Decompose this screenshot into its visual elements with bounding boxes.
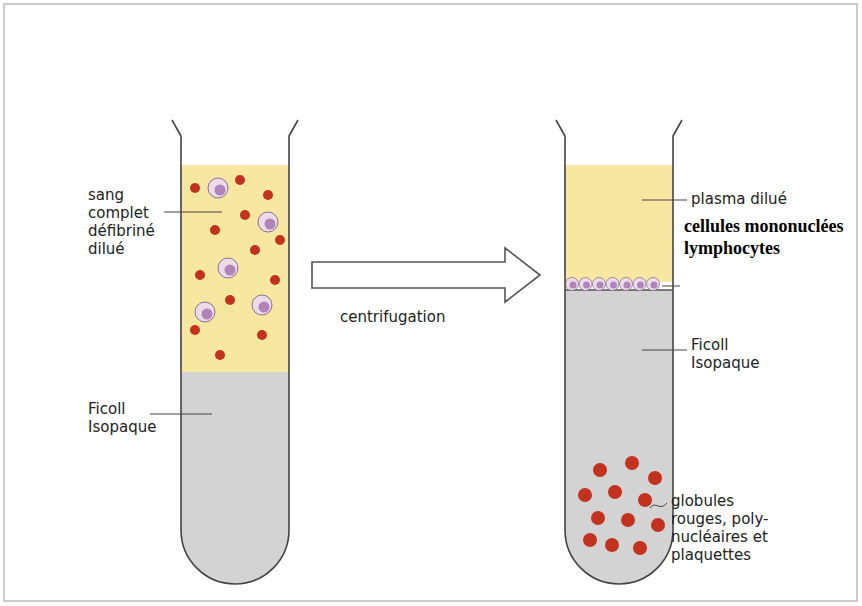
- leader-line: [642, 350, 687, 351]
- red-cell: [593, 463, 607, 477]
- red-cell: [638, 493, 652, 507]
- leader-line: [642, 200, 687, 201]
- red-cell: [621, 513, 635, 527]
- region-label: Ficoll Isopaque: [691, 336, 761, 372]
- red-cell: [583, 533, 597, 547]
- red-cell: [633, 541, 647, 555]
- red-cell: [591, 511, 605, 525]
- region-label: cellules mononuclées lymphocytes: [684, 216, 854, 259]
- mononuclear-cell: [579, 278, 592, 291]
- red-cell: [608, 485, 622, 499]
- red-cell: [190, 183, 200, 193]
- red-cell: [275, 235, 285, 245]
- process-arrow: [312, 248, 540, 302]
- red-cell: [648, 471, 662, 485]
- region-label: plasma dilué: [691, 190, 831, 208]
- white-cell: [208, 178, 228, 198]
- separated-cells: [566, 278, 666, 556]
- region-label: sang complet défibriné dilué: [88, 186, 164, 258]
- ficoll-layer: [565, 290, 673, 584]
- blood-cells: [190, 175, 285, 360]
- mononuclear-cell: [566, 278, 579, 291]
- leader-line: [164, 212, 222, 213]
- white-cell: [252, 295, 272, 315]
- mononuclear-cell: [633, 278, 646, 291]
- white-cell: [195, 302, 215, 322]
- region-label: Ficoll Isopaque: [88, 400, 150, 436]
- red-cell: [215, 350, 225, 360]
- mononuclear-cell: [620, 278, 633, 291]
- white-cell: [258, 212, 278, 232]
- red-cell: [578, 488, 592, 502]
- red-cell: [210, 225, 220, 235]
- test-tube: [172, 120, 298, 584]
- red-cell: [625, 456, 639, 470]
- test-tube: [556, 120, 682, 584]
- mononuclear-cell: [606, 278, 619, 291]
- leader-line: [650, 503, 667, 508]
- red-cell: [240, 210, 250, 220]
- leader-line: [662, 286, 680, 287]
- process-label: centrifugation: [340, 308, 490, 326]
- red-cell: [235, 175, 245, 185]
- region-label: globules rouges, poly- nucléaires et pla…: [671, 492, 791, 564]
- red-cell: [605, 538, 619, 552]
- red-cell: [263, 190, 273, 200]
- red-cell: [225, 295, 235, 305]
- red-cell: [250, 245, 260, 255]
- red-cell: [190, 325, 200, 335]
- frame: [4, 4, 857, 601]
- red-cell: [270, 275, 280, 285]
- diluted-plasma: [565, 165, 673, 282]
- red-cell: [257, 330, 267, 340]
- red-cell: [195, 270, 205, 280]
- diluted-blood: [181, 165, 289, 372]
- leader-line: [150, 414, 212, 415]
- mononuclear-cell: [647, 278, 660, 291]
- mononuclear-cell: [593, 278, 606, 291]
- ficoll-layer: [181, 372, 289, 584]
- white-cell: [218, 258, 238, 278]
- red-cell: [651, 518, 665, 532]
